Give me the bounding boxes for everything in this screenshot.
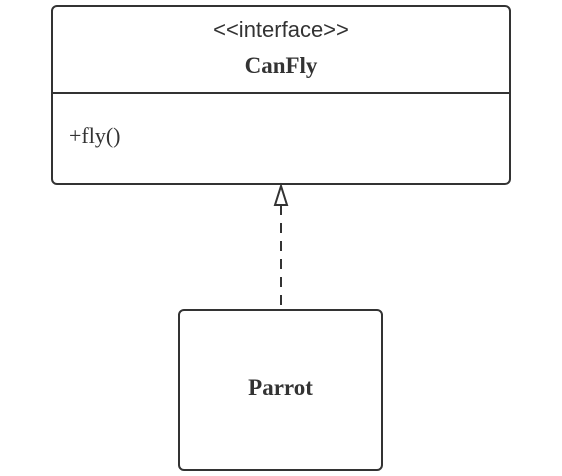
- realization-arrowhead-icon: [273, 182, 289, 206]
- interface-header: <<interface>> CanFly: [53, 7, 509, 94]
- class-box-parrot[interactable]: Parrot: [178, 309, 383, 471]
- interface-method-fly: +fly(): [69, 123, 121, 148]
- interface-name: CanFly: [244, 53, 318, 78]
- interface-stereotype: <<interface>>: [213, 17, 349, 42]
- class-name: Parrot: [248, 375, 313, 400]
- interface-box-canfly[interactable]: <<interface>> CanFly +fly(): [51, 5, 511, 185]
